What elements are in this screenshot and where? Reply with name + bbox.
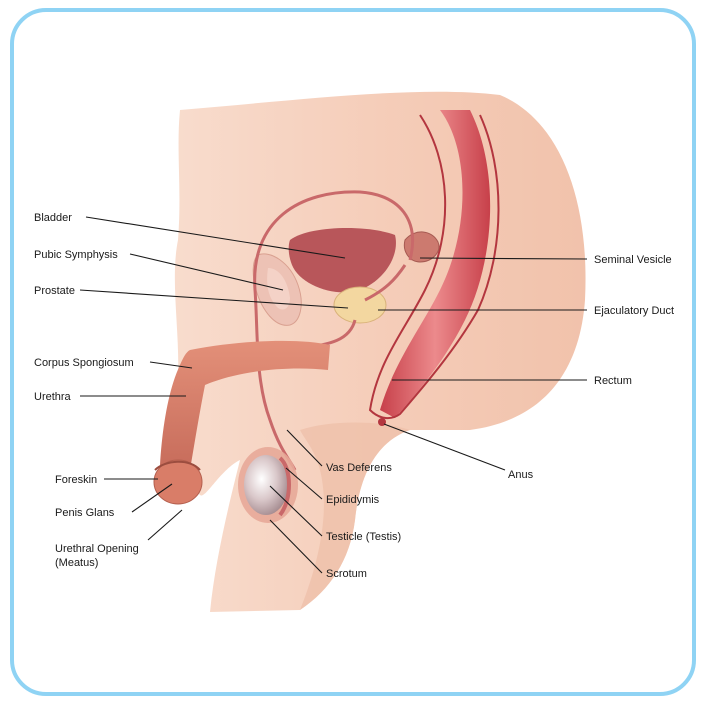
label-prostate: Prostate <box>34 285 75 297</box>
label-urethral-opening-line2: (Meatus) <box>55 557 98 569</box>
label-rectum: Rectum <box>594 375 632 387</box>
label-foreskin: Foreskin <box>55 474 97 486</box>
label-vas-deferens: Vas Deferens <box>326 462 392 474</box>
label-ejaculatory-duct: Ejaculatory Duct <box>594 305 674 317</box>
label-scrotum: Scrotum <box>326 568 367 580</box>
label-pubic-symphysis: Pubic Symphysis <box>34 249 118 261</box>
label-urethra: Urethra <box>34 391 72 403</box>
label-penis-glans: Penis Glans <box>55 507 115 519</box>
label-anus: Anus <box>508 469 534 481</box>
label-testicle: Testicle (Testis) <box>326 531 401 543</box>
label-epididymis: Epididymis <box>326 494 380 506</box>
leader-anus <box>384 424 505 470</box>
testicle-shape <box>244 455 288 515</box>
label-seminal-vesicle: Seminal Vesicle <box>594 254 672 266</box>
label-urethral-opening-line1: Urethral Opening <box>55 543 139 555</box>
label-bladder: Bladder <box>34 212 72 224</box>
label-corpus-spongiosum: Corpus Spongiosum <box>34 357 134 369</box>
leader-urethral-opening <box>148 510 182 540</box>
